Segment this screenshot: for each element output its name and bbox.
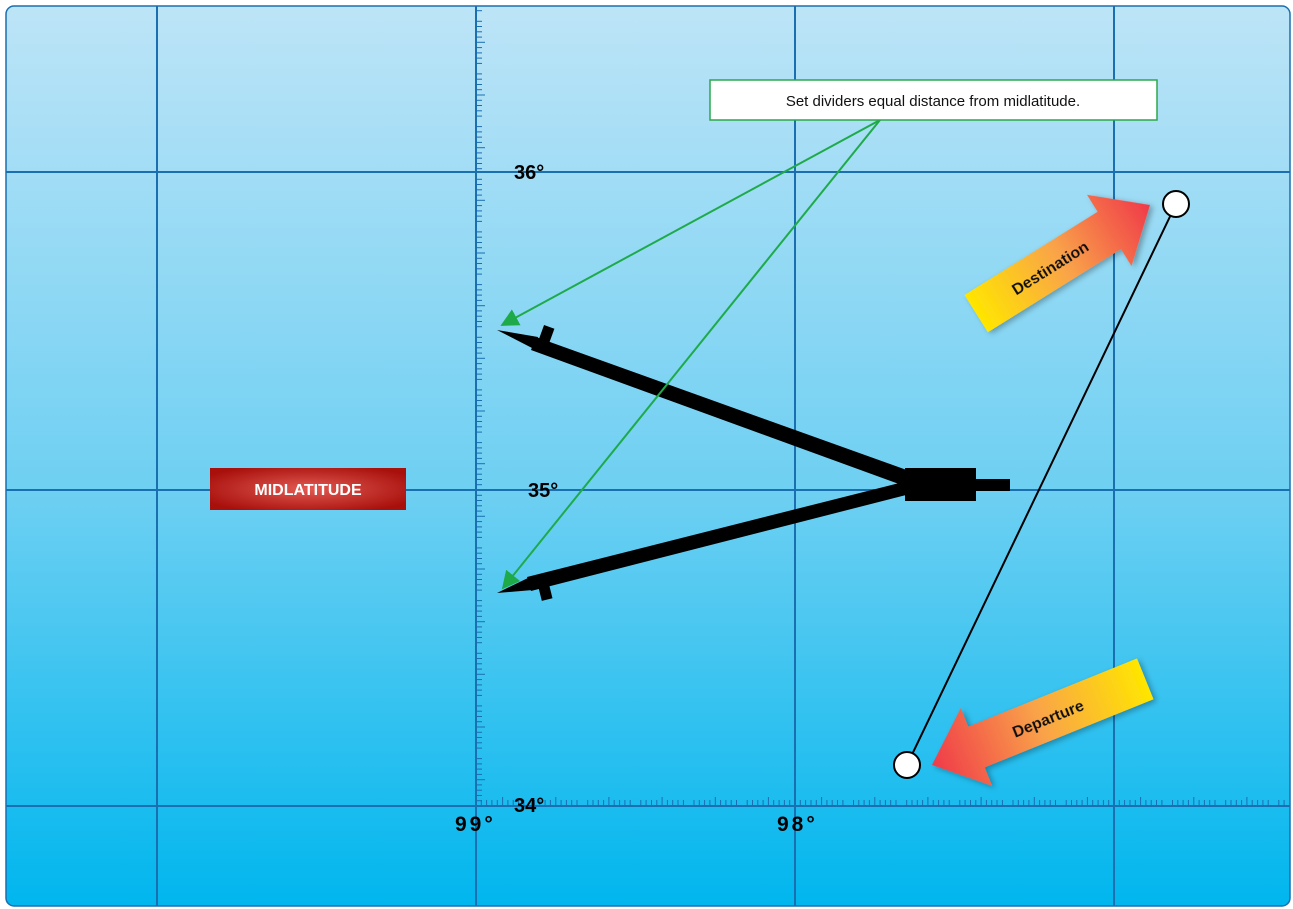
latitude-label-34: 34° xyxy=(514,795,544,817)
callout-text: Set dividers equal distance from midlati… xyxy=(786,93,1080,110)
destination-arrow-shape xyxy=(964,194,1150,333)
longitude-label-98: 98° xyxy=(777,813,818,836)
divider-lower-clamp xyxy=(536,576,553,601)
departure-marker xyxy=(893,751,921,779)
divider-lower-leg xyxy=(527,479,915,591)
midlatitude-badge-text: MIDLATITUDE xyxy=(254,482,362,499)
divider-hinge xyxy=(905,468,976,501)
destination-marker xyxy=(1162,190,1190,218)
latitude-tick-scale xyxy=(476,10,485,802)
divider-upper-leg xyxy=(531,337,915,488)
latitude-label-35: 35° xyxy=(528,480,558,502)
callout-leaders xyxy=(500,119,881,590)
divider-upper-clamp xyxy=(536,324,555,350)
leader-line-lower xyxy=(501,119,881,590)
dividers xyxy=(497,324,1010,601)
callout: Set dividers equal distance from midlati… xyxy=(709,79,1158,121)
callout-box xyxy=(709,79,1158,121)
midlatitude-badge: MIDLATITUDE xyxy=(210,468,406,510)
longitude-label-99: 99° xyxy=(455,813,496,836)
divider-upper-point xyxy=(497,330,538,349)
chart-background xyxy=(5,5,1291,907)
latitude-label-36: 36° xyxy=(514,162,544,184)
midlatitude-badge-box xyxy=(210,468,406,510)
divider-handle xyxy=(974,479,1010,491)
route-line xyxy=(906,203,1177,766)
leader-line-upper xyxy=(500,119,881,326)
departure-arrow-shape xyxy=(932,658,1154,786)
longitude-tick-scale xyxy=(480,797,1285,806)
